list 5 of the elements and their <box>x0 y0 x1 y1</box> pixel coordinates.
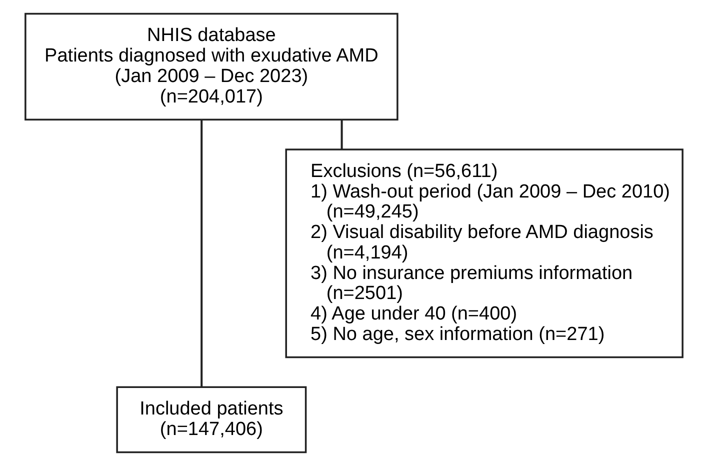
node-box: NHIS database Patients diagnosed with exudative AMD (Jan 2009 – Dec 2023) (n=204,017) <box>24 12 398 121</box>
connector <box>340 120 343 150</box>
node-box: Exclusions (n=56,611) 1) Wash-out period (Jan 2009 – Dec 2010) (n=49,245) 2) Visual disability before AMD diagnosis (n=4,194) 3) No insurance premiums information (n=2501) 4) Age under 40 (n=400) 5) No age, sex information (n=271) <box>285 148 684 358</box>
node-box: Included patients (n=147,406) <box>116 386 307 454</box>
connector <box>200 120 203 387</box>
